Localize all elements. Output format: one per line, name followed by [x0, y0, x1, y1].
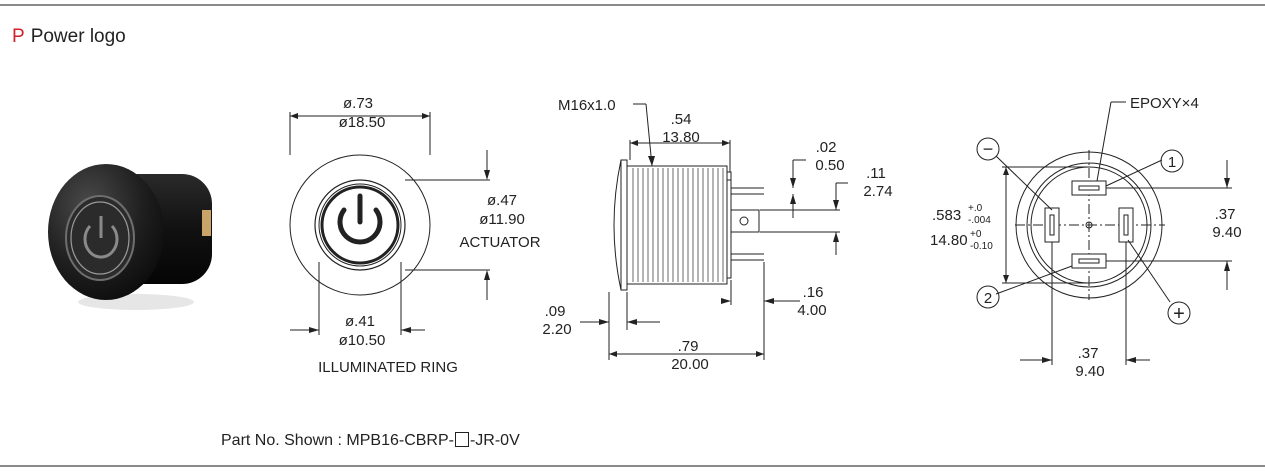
minus-callout [976, 137, 1000, 161]
vspace-in: .37 [1215, 206, 1236, 223]
rear-view [995, 101, 1232, 365]
total-in: .79 [678, 338, 699, 355]
dia-mm: 14.80 [930, 232, 968, 249]
front-view [289, 112, 490, 335]
ring-dia-mm: ø10.50 [339, 332, 386, 349]
term-len-mm: 4.00 [797, 302, 826, 319]
pin2-label: 2 [984, 290, 992, 307]
outer-dia-mm: ø18.50 [339, 114, 386, 131]
pin2-callout [976, 285, 1000, 309]
vspace-mm: 9.40 [1212, 224, 1241, 241]
epoxy-label: EPOXY×4 [1130, 95, 1199, 112]
header-letter: P [12, 26, 25, 47]
head-mm: 2.20 [542, 321, 571, 338]
hspace-in: .37 [1078, 345, 1099, 362]
term2-mm: 2.74 [863, 183, 892, 200]
actuator-dia-mm: ø11.90 [479, 211, 525, 228]
product-photo [48, 164, 212, 310]
term1-mm: 0.50 [815, 157, 844, 174]
total-mm: 20.00 [671, 356, 709, 373]
bezel-in: .54 [671, 111, 692, 128]
dia-mm-tol-dn: -0.10 [970, 241, 993, 252]
outer-dia-in: ø.73 [343, 95, 373, 112]
side-view [580, 103, 848, 360]
thread-spec: M16x1.0 [558, 97, 616, 114]
plus-callout [1167, 301, 1191, 325]
term-len-in: .16 [803, 284, 824, 301]
hspace-mm: 9.40 [1075, 363, 1104, 380]
actuator-dia-in: ø.47 [487, 192, 517, 209]
bezel-mm: 13.80 [662, 129, 700, 146]
pin1-label: 1 [1168, 154, 1176, 171]
actuator-label: ACTUATOR [459, 234, 540, 251]
head-in: .09 [545, 303, 566, 320]
header-title: Power logo [30, 26, 126, 47]
minus-symbol: − [983, 139, 994, 159]
term1-in: .02 [816, 139, 837, 156]
top-rule [0, 4, 1265, 6]
ring-dia-in: ø.41 [345, 313, 375, 330]
part-number-prefix: Part No. Shown : MPB16-CBRP- [221, 432, 454, 449]
pin1-callout [1160, 149, 1184, 173]
plus-symbol: + [1173, 303, 1185, 325]
ring-label: ILLUMINATED RING [318, 359, 458, 376]
dia-in-tol-up: +.0 [968, 203, 983, 214]
term2-in: .11 [866, 165, 886, 182]
dia-mm-tol-up: +0 [970, 229, 982, 240]
option-box [454, 432, 469, 447]
dia-in: .583 [932, 207, 961, 224]
part-number: Part No. Shown : MPB16-CBRP- -JR-0V [221, 432, 520, 450]
dia-in-tol-dn: -.004 [968, 215, 991, 226]
bottom-rule [0, 465, 1265, 467]
part-number-suffix: -JR-0V [469, 432, 520, 449]
